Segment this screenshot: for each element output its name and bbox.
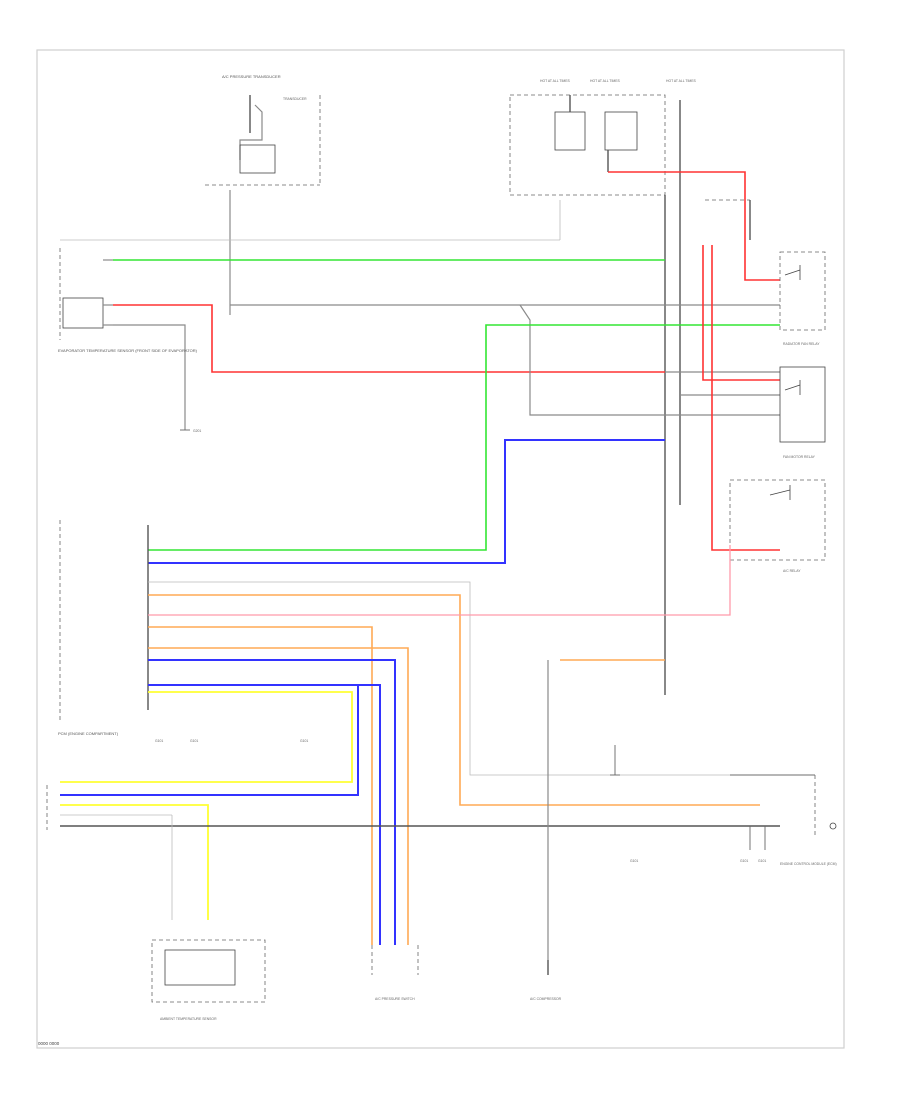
pcm-connector: PCM (ENGINE COMPARTMENT) G101 G101 G101 (58, 520, 308, 743)
radiator-fan-relay: RADIATOR FAN RELAY (779, 251, 826, 346)
pcm-ground-2: G101 (190, 739, 198, 743)
ambient-sensor-label: AMBIENT TEMPERATURE SENSOR (160, 1017, 217, 1021)
pcm-ground-1: G101 (155, 739, 163, 743)
pcm-label: PCM (ENGINE COMPARTMENT) (58, 731, 119, 736)
fuse-block: HOT AT ALL TIMES HOT AT ALL TIMES HOT AT… (509, 79, 751, 695)
pcm-ground-3: G101 (300, 739, 308, 743)
blue-wire-bottom (60, 685, 359, 796)
blue-wire-2 (148, 659, 396, 945)
svg-text:TRANSDUCER: TRANSDUCER (283, 97, 307, 101)
fuse-label-2: HOT AT ALL TIMES (590, 79, 621, 83)
evaporator-sensor-label: EVAPORATOR TEMPERATURE SENSOR (FRONT SID… (58, 348, 198, 353)
yellow-wire-bottom (60, 804, 209, 920)
engine-control-module: ENGINE CONTROL MODULE (ECM) G101 G101 (610, 745, 837, 866)
ac-relay: A/C RELAY (729, 479, 826, 573)
red-wire-relay (608, 171, 780, 281)
fan-motor-relay-label: FAN MOTOR RELAY (783, 455, 816, 459)
fan-motor-relay: FAN MOTOR RELAY (779, 366, 826, 459)
evaporator-sensor: EVAPORATOR TEMPERATURE SENSOR (FRONT SID… (58, 248, 201, 433)
yellow-wire-1 (60, 691, 353, 783)
green-wire-pcm (148, 324, 780, 551)
ac-compressor-label: A/C COMPRESSOR (530, 997, 562, 1001)
fuse-label-1: HOT AT ALL TIMES (540, 79, 571, 83)
ac-relay-label: A/C RELAY (783, 569, 801, 573)
ground-left-label: G101 (630, 859, 638, 863)
fuse-label-3: HOT AT ALL TIMES (666, 79, 697, 83)
evaporator-ground-label: G201 (193, 429, 201, 433)
ecm-label: ENGINE CONTROL MODULE (ECM) (780, 862, 837, 866)
ambient-sensor: AMBIENT TEMPERATURE SENSOR (151, 939, 266, 1021)
radiator-fan-relay-label: RADIATOR FAN RELAY (783, 342, 820, 346)
blue-wire-pcm (148, 439, 665, 564)
ac-pressure-switch-label: A/C PRESSURE SWITCH (375, 997, 415, 1001)
footer-code: 0000 0000 (38, 1041, 60, 1046)
diagram-frame (36, 49, 845, 1049)
orange-wire-1 (148, 594, 760, 806)
ac-compressor: A/C COMPRESSOR (530, 960, 562, 1001)
ac-pressure-switch: A/C PRESSURE SWITCH (371, 945, 419, 1001)
pink-wire (148, 545, 731, 616)
ac-pressure-sensor-block: A/C PRESSURE TRANSDUCER TRANSDUCER (205, 74, 321, 315)
ac-pressure-sensor-label: A/C PRESSURE TRANSDUCER (222, 74, 281, 79)
red-wire-evap (113, 304, 665, 373)
ecm-ground-1: G101 (740, 859, 748, 863)
ecm-ground-2: G101 (758, 859, 766, 863)
